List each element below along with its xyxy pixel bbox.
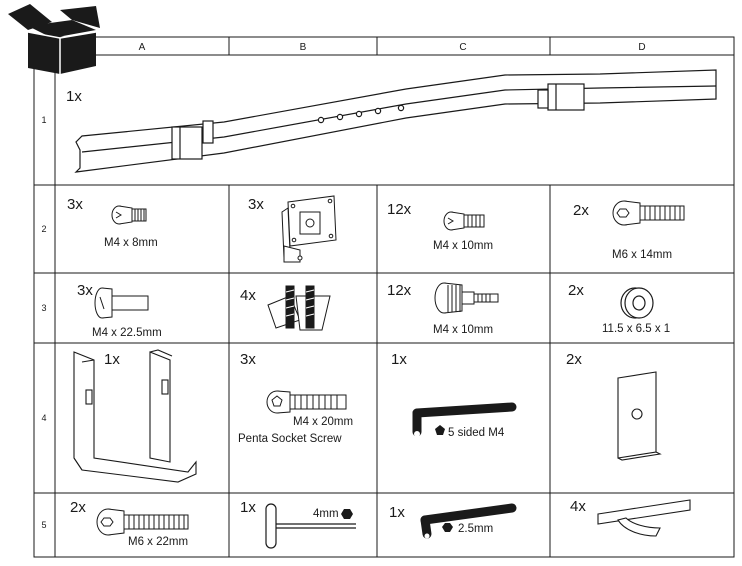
qty-r2c: 12x bbox=[387, 201, 412, 218]
label-r3c: M4 x 10mm bbox=[433, 324, 493, 336]
vesa-bracket-illustration bbox=[281, 195, 337, 263]
open-box-icon bbox=[8, 4, 100, 74]
qty-r3a: 3x bbox=[77, 282, 93, 299]
screw-m4x8-illustration bbox=[111, 205, 147, 225]
qty-r4c: 1x bbox=[391, 351, 407, 368]
qty-r4b: 3x bbox=[240, 351, 256, 368]
label-r2d: M6 x 14mm bbox=[612, 249, 672, 261]
qty-r5a: 2x bbox=[70, 499, 86, 516]
arm-bar-illustration bbox=[74, 69, 717, 173]
label-r5c: 2.5mm bbox=[458, 523, 493, 535]
base-bracket-illustration bbox=[73, 349, 197, 483]
label-r2a: M4 x 8mm bbox=[104, 237, 158, 249]
allen-key-m4-illustration bbox=[412, 402, 517, 437]
qty-r2b: 3x bbox=[248, 196, 264, 213]
row-header-3: 3 bbox=[41, 303, 46, 313]
hexagon-icon bbox=[442, 523, 453, 532]
qty-r3b: 4x bbox=[240, 287, 256, 304]
label-r3d: 11.5 x 6.5 x 1 bbox=[602, 323, 670, 335]
mounting-plate-illustration bbox=[617, 371, 662, 461]
adhesive-strip-illustration bbox=[597, 499, 691, 537]
row-header-2: 2 bbox=[41, 224, 46, 234]
qty-r5d: 4x bbox=[570, 498, 586, 515]
allen-key-2-5-illustration bbox=[420, 503, 517, 539]
t-handle-key-illustration bbox=[265, 503, 356, 549]
column-header-a: A bbox=[139, 42, 146, 53]
column-header-c: C bbox=[459, 42, 466, 53]
qty-r5c: 1x bbox=[389, 504, 405, 521]
qty-r5b: 1x bbox=[240, 499, 256, 516]
row-header-4: 4 bbox=[41, 413, 46, 423]
label-r5a: M6 x 22mm bbox=[128, 536, 188, 548]
qty-r4d: 2x bbox=[566, 351, 582, 368]
screw-m4x20-illustration bbox=[266, 390, 347, 414]
pentagon-icon bbox=[435, 425, 445, 435]
column-header-b: B bbox=[300, 42, 307, 53]
qty-r2a: 3x bbox=[67, 196, 83, 213]
screw-m4x10-illustration bbox=[443, 211, 485, 231]
table-grid bbox=[33, 36, 735, 558]
label-r5b: 4mm bbox=[313, 508, 339, 520]
hexagon-icon bbox=[341, 509, 353, 519]
label-r4c: 5 sided M4 bbox=[448, 427, 505, 439]
qty-r1: 1x bbox=[66, 88, 82, 105]
washer-illustration bbox=[620, 287, 654, 319]
label2-r4b: Penta Socket Screw bbox=[238, 433, 342, 445]
column-header-d: D bbox=[638, 42, 645, 53]
label-r2c: M4 x 10mm bbox=[433, 240, 493, 252]
qty-r3c: 12x bbox=[387, 282, 412, 299]
row-header-5: 5 bbox=[41, 520, 46, 530]
label-r4b: M4 x 20mm bbox=[293, 416, 353, 428]
qty-r4a: 1x bbox=[104, 351, 120, 368]
cable-clip-illustration bbox=[267, 285, 331, 331]
row-header-1: 1 bbox=[41, 115, 46, 125]
screw-m6x14-illustration bbox=[612, 200, 685, 226]
label-r3a: M4 x 22.5mm bbox=[92, 327, 162, 339]
screw-m4x22-illustration bbox=[94, 287, 149, 319]
qty-r3d: 2x bbox=[568, 282, 584, 299]
qty-r2d: 2x bbox=[573, 202, 589, 219]
thumb-screw-illustration bbox=[434, 282, 499, 314]
screw-m6x22-illustration bbox=[96, 508, 189, 536]
